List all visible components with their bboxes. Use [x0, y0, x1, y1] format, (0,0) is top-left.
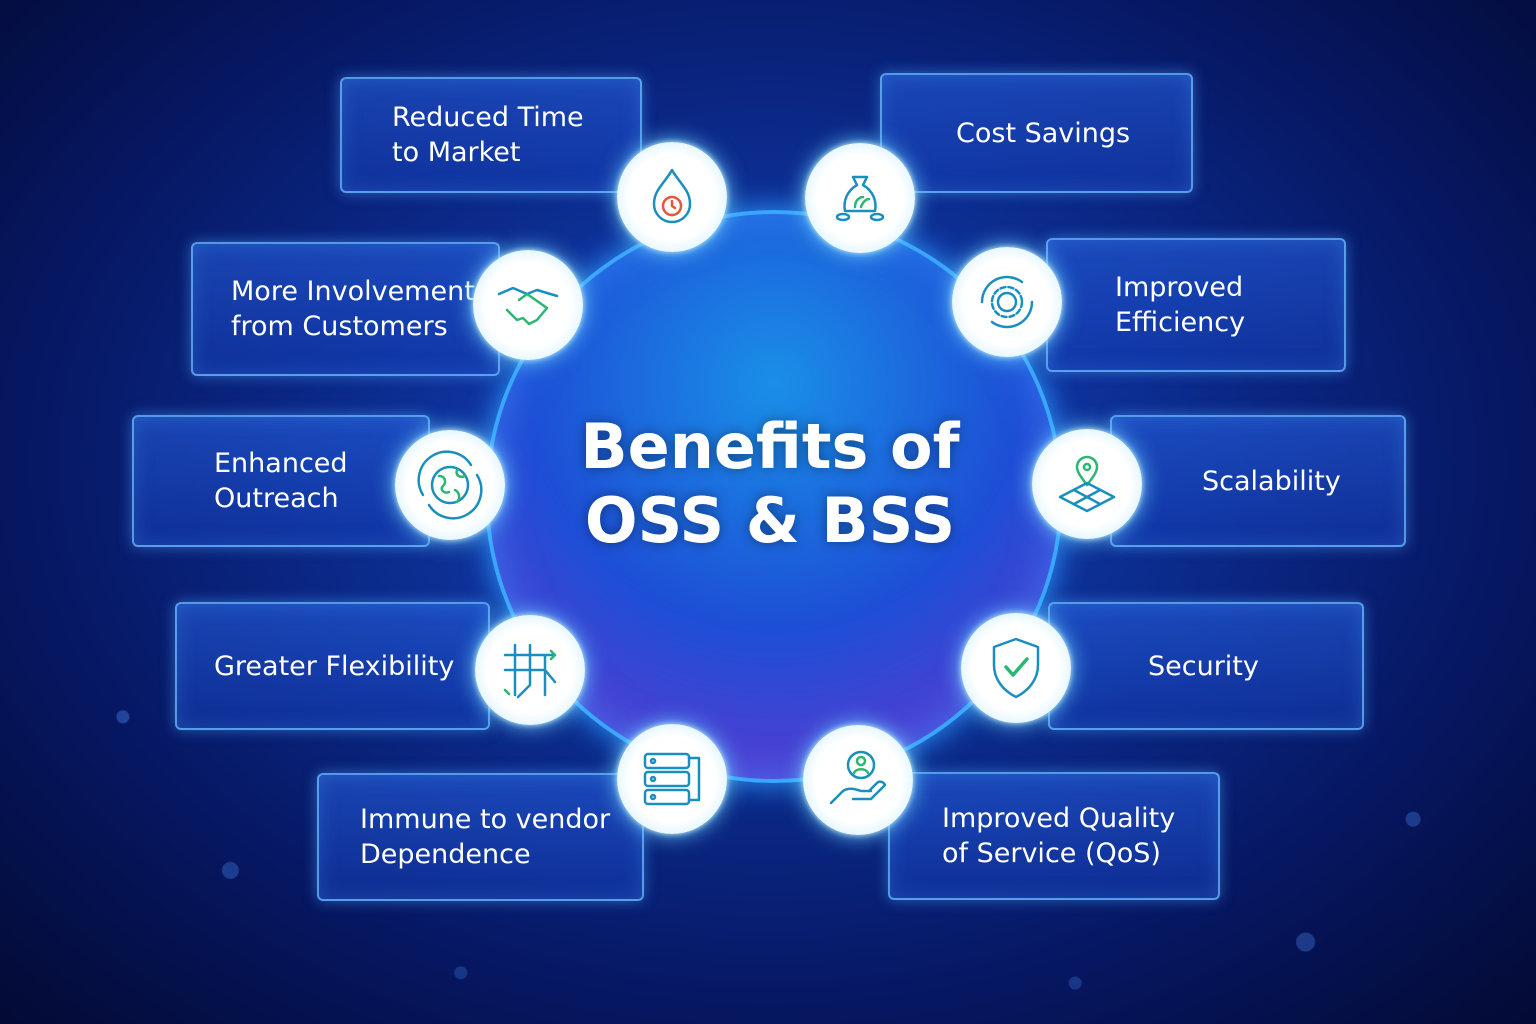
benefit-label: Immune to vendor Dependence: [360, 804, 611, 870]
benefit-security: Security: [1048, 602, 1364, 730]
benefit-label: Scalability: [1202, 465, 1341, 497]
benefit-label: Enhanced Outreach: [214, 448, 348, 514]
map-pin-icon: [1032, 429, 1142, 539]
benefit-more-involvement: More Involvement from Customers: [191, 242, 500, 376]
benefit-label: Reduced Time to Market: [392, 102, 584, 168]
benefit-label: Improved Efficiency: [1115, 272, 1246, 338]
title-line-2: OSS & BSS: [584, 484, 956, 557]
benefit-label: Improved Quality of Service (QoS): [942, 803, 1176, 869]
benefit-scalability: Scalability: [1110, 415, 1406, 547]
server-stack-icon: [617, 724, 727, 834]
benefit-qos: Improved Quality of Service (QoS): [888, 772, 1220, 900]
title-line-1: Benefits of: [580, 410, 960, 483]
network-arrows-icon: [475, 615, 585, 725]
benefit-cost-savings: Cost Savings: [880, 73, 1193, 193]
benefit-label: Greater Flexibility: [214, 650, 455, 682]
shield-check-icon: [961, 613, 1071, 723]
benefit-label: Security: [1148, 650, 1259, 682]
benefit-immune-vendor: Immune to vendor Dependence: [317, 773, 644, 901]
gear-cycle-icon: [952, 247, 1062, 357]
page-title: Benefits of OSS & BSS: [540, 410, 1000, 558]
benefit-reduced-time-to-market: Reduced Time to Market: [340, 77, 642, 193]
hand-user-icon: [803, 725, 913, 835]
globe-icon: [395, 430, 505, 540]
benefit-enhanced-outreach: Enhanced Outreach: [132, 415, 430, 547]
benefit-label: More Involvement from Customers: [231, 276, 475, 342]
benefit-label: Cost Savings: [956, 117, 1131, 149]
money-bag-icon: [805, 143, 915, 253]
flame-clock-icon: [617, 142, 727, 252]
handshake-icon: [473, 250, 583, 360]
benefit-improved-efficiency: Improved Efficiency: [1046, 238, 1346, 372]
benefit-greater-flexibility: Greater Flexibility: [175, 602, 490, 730]
